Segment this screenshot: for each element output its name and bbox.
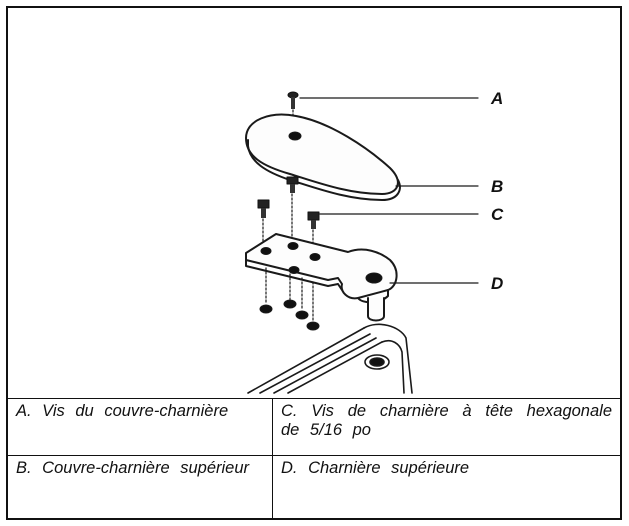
callout-d: D <box>491 274 504 293</box>
cabinet-corner <box>247 323 413 394</box>
callout-a: A <box>491 89 504 108</box>
legend-item-a: A. Vis du couvre-charnière <box>16 402 229 420</box>
figure-frame: A B C D A. Vis du couvre-charnière C. Vi… <box>6 6 622 520</box>
legend-item-d: D. Charnière supérieure <box>272 455 620 519</box>
hinge-assembly-illustration: A B C D <box>8 8 620 398</box>
callout-c: C <box>491 205 504 224</box>
lower-fasteners <box>259 267 320 331</box>
hex-screw-center <box>286 176 299 244</box>
legend-item-b: B. Couvre-charnière supérieur <box>8 455 272 519</box>
hinge-exploded-view <box>245 91 479 394</box>
hinge-cover <box>245 113 401 201</box>
parts-legend-table: A. Vis du couvre-charnière C. Vis de cha… <box>8 398 620 519</box>
legend-item-c: C. Vis de charnière à tête hexagonale de… <box>272 399 620 455</box>
callout-b: B <box>491 177 504 196</box>
